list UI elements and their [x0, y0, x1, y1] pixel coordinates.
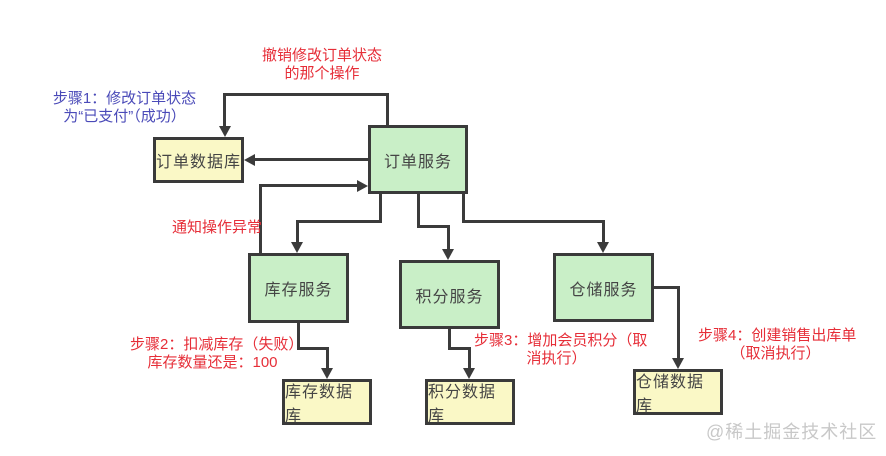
annotation-line: 步骤2：扣减库存（失败）	[130, 336, 304, 353]
annotation-step3: 步骤3：增加会员积分（取 消执行）	[474, 332, 648, 368]
watermark-juejin-community: @稀土掘金技术社区	[706, 422, 878, 442]
node-order-database: 订单数据库	[153, 137, 244, 183]
annotation-line: 步骤1：修改订单状态	[52, 90, 197, 107]
annotation-step1: 步骤1：修改订单状态 为“已支付”（成功）	[42, 90, 207, 126]
connector-segment	[326, 347, 329, 370]
connector-segment	[448, 329, 451, 350]
node-order-service: 订单服务	[368, 125, 468, 194]
annotation-line: 通知操作异常	[172, 219, 263, 236]
connector-segment	[677, 286, 680, 360]
node-warehouse-database: 仓储数据库	[633, 369, 723, 415]
connector-segment	[386, 93, 389, 126]
arrowhead-down-icon	[597, 242, 609, 253]
node-label: 订单数据库	[156, 154, 242, 171]
connector-segment	[223, 93, 389, 96]
node-label: 库存数据库	[285, 384, 354, 425]
node-inventory-database: 库存数据库	[282, 379, 372, 425]
annotation-line: 的那个操作	[284, 65, 360, 82]
annotation-line: 为“已支付”（成功）	[63, 108, 186, 125]
connector-segment	[417, 225, 450, 228]
node-points-database: 积分数据库	[425, 379, 515, 425]
arrowhead-down-icon	[463, 368, 475, 379]
annotation-undo-operation: 撤销修改订单状态 的那个操作	[252, 47, 392, 83]
node-label: 积分数据库	[428, 384, 497, 425]
connector-segment	[223, 93, 226, 127]
annotation-line: 步骤4：创建销售出库单	[698, 327, 857, 344]
connector-segment	[296, 220, 382, 223]
connector-segment	[297, 323, 300, 350]
connector-segment	[468, 347, 471, 370]
annotation-line: 撤销修改订单状态	[261, 47, 382, 64]
connector-segment	[251, 158, 368, 161]
arrowhead-right-icon	[357, 180, 368, 192]
connector-segment	[602, 220, 605, 244]
arrowhead-down-icon	[219, 126, 231, 137]
connector-segment	[654, 286, 680, 289]
node-label: 库存服务	[264, 282, 333, 299]
node-label: 积分服务	[415, 288, 484, 306]
arrowhead-down-icon	[321, 368, 333, 379]
node-points-service: 积分服务	[399, 260, 500, 329]
connector-segment	[448, 347, 471, 350]
annotation-line: 库存数量还是：100	[147, 354, 278, 371]
node-warehouse-service: 仓储服务	[553, 253, 654, 322]
connector-segment	[447, 225, 450, 251]
node-label: 仓储服务	[569, 281, 638, 299]
annotation-line: 步骤3：增加会员积分（取	[474, 332, 648, 349]
connector-segment	[296, 220, 299, 244]
connector-segment	[417, 194, 420, 228]
node-label: 仓储数据库	[636, 374, 705, 415]
connector-segment	[462, 220, 605, 223]
connector-segment	[259, 184, 262, 253]
annotation-line: 消执行）	[526, 350, 587, 367]
connector-segment	[462, 194, 465, 223]
annotation-step4: 步骤4：创建销售出库单 （取消执行）	[698, 327, 857, 363]
arrowhead-down-icon	[442, 249, 454, 260]
connector-segment	[297, 347, 329, 350]
annotation-step2: 步骤2：扣减库存（失败） 库存数量还是：100	[130, 336, 304, 372]
node-label: 订单服务	[383, 153, 452, 171]
node-inventory-service: 库存服务	[248, 253, 349, 323]
arrowhead-down-icon	[291, 242, 303, 253]
annotation-notify-exception: 通知操作异常	[172, 219, 262, 237]
annotation-line: （取消执行）	[730, 345, 821, 362]
connector-segment	[259, 184, 358, 187]
connector-segment	[379, 194, 382, 223]
arrowhead-left-icon	[244, 154, 255, 166]
arrowhead-down-icon	[672, 358, 684, 369]
